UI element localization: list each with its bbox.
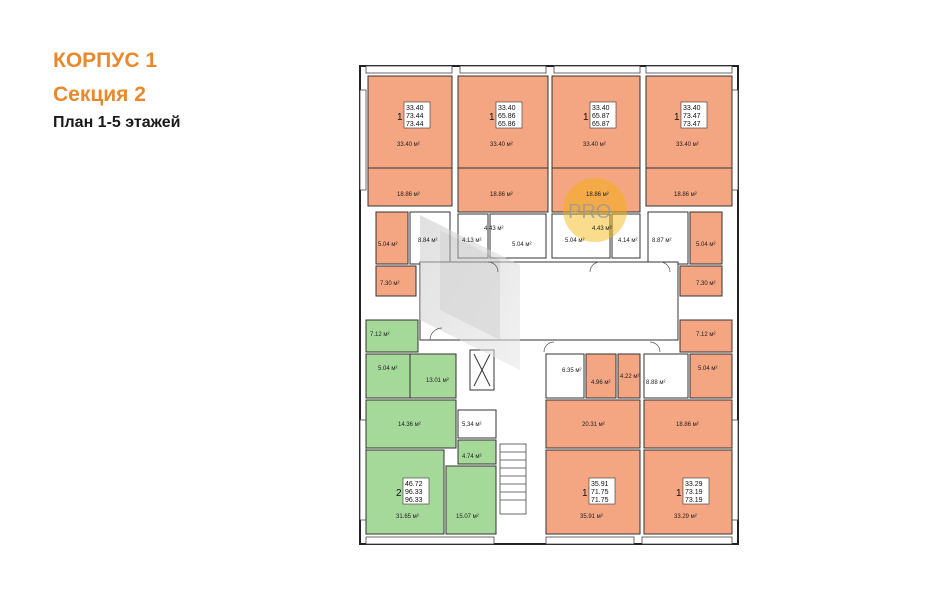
room-area: 18.86 м² [397,192,420,198]
floor-plan-subtitle: План 1-5 этажей [53,114,181,131]
room-area: 14.36 м² [398,422,421,428]
svg-text:1: 1 [583,112,589,123]
room-area: 5.04 м² [698,366,717,372]
room-area: 5.04 м² [378,366,397,372]
room-area: 8.84 м² [418,238,437,244]
apartment-top-4[interactable] [645,75,733,297]
svg-text:73.47: 73.47 [683,113,701,120]
apartment-tag: 1 33.40 65.86 65.86 [489,101,523,129]
room-area: 31.65 м² [396,514,419,520]
gray-logo-overlay [420,215,520,370]
svg-text:73.44: 73.44 [406,121,424,128]
apartment-tag: 2 46.72 96.33 96.33 [396,477,430,505]
svg-text:1: 1 [489,112,495,123]
room-area: 18.86 м² [586,192,609,198]
svg-text:96.33: 96.33 [405,489,423,496]
svg-text:1: 1 [397,112,403,123]
room-area: 7.12 м² [696,332,715,338]
room-area: 18.86 м² [490,192,513,198]
svg-text:33.40: 33.40 [683,105,701,112]
svg-text:65.86: 65.86 [498,121,516,128]
room-area: 8.88 м² [646,380,665,386]
room-area: 5.04 м² [696,242,715,248]
svg-text:73.19: 73.19 [685,497,703,504]
svg-text:1: 1 [582,488,588,499]
elevator-shaft [469,349,495,391]
room-area: 5.34 м² [462,422,481,428]
svg-text:96.33: 96.33 [405,497,423,504]
svg-text:1: 1 [676,488,682,499]
room-area: 5.04 м² [378,242,397,248]
facade-windows [359,65,739,545]
room-area: 33.40 м² [397,142,420,148]
apartment-tag: 1 33.29 73.19 73.19 [676,477,710,505]
svg-text:73.44: 73.44 [406,113,424,120]
apartment-tag: 1 33.40 73.44 73.44 [397,101,431,129]
room-area: 4.43 м² [592,226,611,232]
door-swings [429,261,671,353]
svg-text:1: 1 [674,112,680,123]
room-area: 4.13 м² [462,238,481,244]
room-area: 35.91 м² [580,514,603,520]
section-title: Секция 2 [53,83,146,106]
room-area: 33.29 м² [674,514,697,520]
room-area: 6.35 м² [562,368,581,374]
svg-text:33.40: 33.40 [406,105,424,112]
apartment-tag: 1 35.91 71.75 71.75 [582,477,616,505]
stairs [499,443,527,515]
room-area: 18.86 м² [674,192,697,198]
svg-text:73.19: 73.19 [685,489,703,496]
svg-text:2: 2 [396,488,402,499]
room-area-labels: 33.40 м² 33.40 м² 33.40 м² 33.40 м² 18.8… [370,142,717,520]
room-area: 15.07 м² [456,514,479,520]
svg-text:73.47: 73.47 [683,121,701,128]
room-area: 4.43 м² [484,226,503,232]
svg-text:33.40: 33.40 [498,105,516,112]
svg-text:65.87: 65.87 [592,121,610,128]
svg-text:33.40: 33.40 [592,105,610,112]
room-area: 5.04 м² [512,242,531,248]
room-area: 13.01 м² [426,378,449,384]
pro-watermark: PRO [563,178,627,242]
svg-text:33.29: 33.29 [685,481,703,488]
room-area: 18.86 м² [676,422,699,428]
room-area: 4.74 м² [462,454,481,460]
apartment-tag: 1 33.40 65.87 65.87 [583,101,617,129]
room-area: 33.40 м² [583,142,606,148]
svg-text:35.91: 35.91 [591,481,609,488]
room-area: 7.30 м² [696,281,715,287]
apartment-tag: 1 33.40 73.47 73.47 [674,101,708,129]
apartment-green[interactable] [365,319,497,535]
room-area: 5.04 м² [565,238,584,244]
room-area: 4.22 м² [620,374,639,380]
svg-text:65.87: 65.87 [592,113,610,120]
room-area: 7.12 м² [370,332,389,338]
room-area: 4.96 м² [591,380,610,386]
svg-text:46.72: 46.72 [405,481,423,488]
room-area: 33.40 м² [676,142,699,148]
room-area: 33.40 м² [490,142,513,148]
svg-text:65.86: 65.86 [498,113,516,120]
building-title: КОРПУС 1 [53,49,157,72]
apartment-top-2[interactable] [457,75,549,259]
watermark-text: PRO [568,201,611,223]
room-area: 8.87 м² [652,238,671,244]
room-area: 7.30 м² [380,281,399,287]
svg-text:71.75: 71.75 [591,489,609,496]
room-area: 4.14 м² [618,238,637,244]
room-area: 20.31 м² [582,422,605,428]
svg-text:71.75: 71.75 [591,497,609,504]
